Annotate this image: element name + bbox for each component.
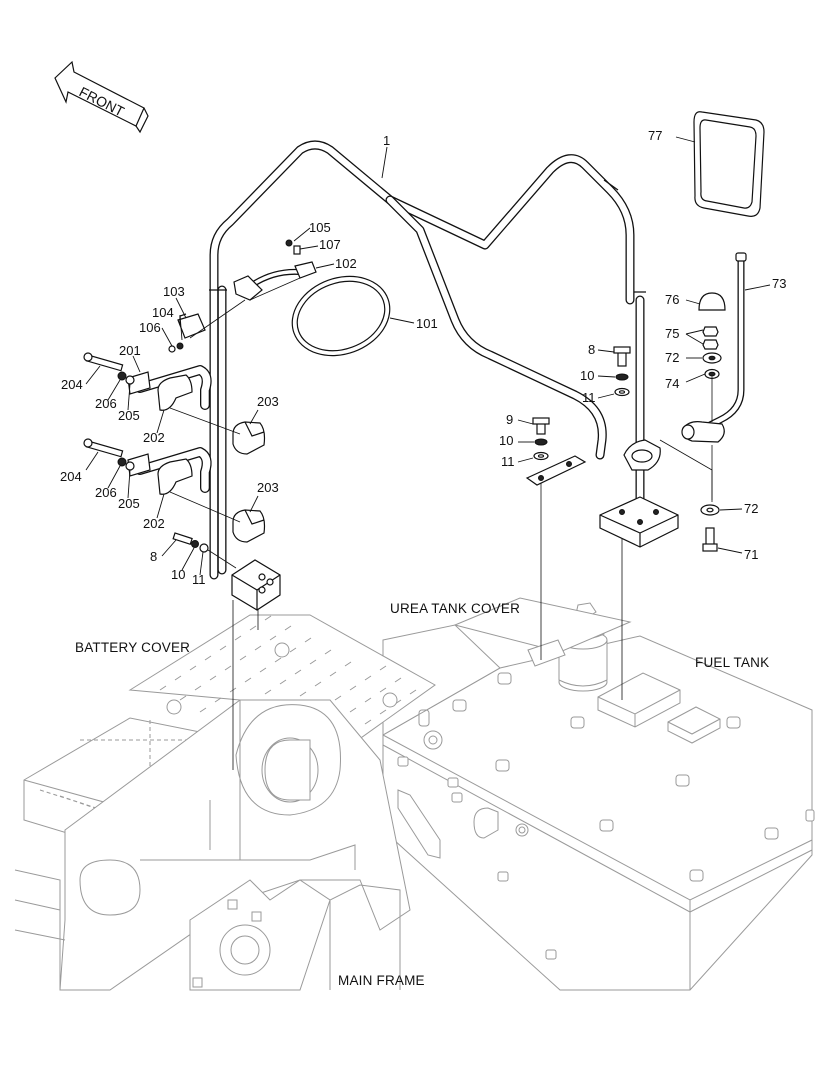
callout-73: 73 <box>772 276 786 291</box>
callout-11-right-upper: 11 <box>582 390 596 405</box>
callout-107: 107 <box>319 237 341 252</box>
callout-77: 77 <box>648 128 662 143</box>
callout-71: 71 <box>744 547 758 562</box>
callout-202-lower: 202 <box>143 516 165 531</box>
callout-10-right-lower: 10 <box>499 433 513 448</box>
callout-205-lower: 205 <box>118 496 140 511</box>
round-mirror-assembly <box>233 239 391 357</box>
guard-pipe <box>209 140 679 611</box>
label-fuel-tank: FUEL TANK <box>695 655 769 670</box>
callout-202-upper: 202 <box>143 430 165 445</box>
callout-1: 1 <box>383 133 390 148</box>
callout-8-right: 8 <box>588 342 595 357</box>
callout-204-upper: 204 <box>61 377 83 392</box>
callout-11-right-lower: 11 <box>501 454 515 469</box>
callout-9: 9 <box>506 412 513 427</box>
machine-background <box>14 597 815 991</box>
callout-206-lower: 206 <box>95 485 117 500</box>
callout-203-upper: 203 <box>257 394 279 409</box>
callout-76: 76 <box>665 292 679 307</box>
rectangular-mirror-assembly <box>659 111 765 552</box>
callout-105: 105 <box>309 220 331 235</box>
callout-72-upper: 72 <box>665 350 679 365</box>
label-battery-cover: BATTERY COVER <box>75 640 190 655</box>
callout-10-right-upper: 10 <box>580 368 594 383</box>
front-direction-arrow: FRONT <box>54 60 149 134</box>
bolt-group-lower-left <box>172 532 237 569</box>
callout-11-left: 11 <box>192 572 206 587</box>
label-urea-tank-cover: UREA TANK COVER <box>390 601 520 616</box>
callout-205-upper: 205 <box>118 408 140 423</box>
callout-74: 74 <box>665 376 679 391</box>
bolt-group-right <box>532 346 631 461</box>
callout-8-left: 8 <box>150 549 157 564</box>
callout-103: 103 <box>163 284 185 299</box>
upper-clamp-assembly <box>168 299 246 353</box>
part-callouts: 1 77 73 76 75 72 74 72 71 8 10 11 9 10 1… <box>60 128 786 587</box>
callout-10-left: 10 <box>171 567 185 582</box>
callout-204-lower: 204 <box>60 469 82 484</box>
callout-101: 101 <box>416 316 438 331</box>
leader-lines <box>85 136 771 576</box>
callout-72-lower: 72 <box>744 501 758 516</box>
callout-203-lower: 203 <box>257 480 279 495</box>
callout-206-upper: 206 <box>95 396 117 411</box>
label-main-frame: MAIN FRAME <box>338 973 425 988</box>
callout-102: 102 <box>335 256 357 271</box>
callout-75: 75 <box>665 326 679 341</box>
area-labels: UREA TANK COVER BATTERY COVER FUEL TANK … <box>75 601 769 988</box>
callout-106: 106 <box>139 320 161 335</box>
callout-104: 104 <box>152 305 174 320</box>
callout-201: 201 <box>119 343 141 358</box>
step-bracket-lower <box>83 438 266 543</box>
